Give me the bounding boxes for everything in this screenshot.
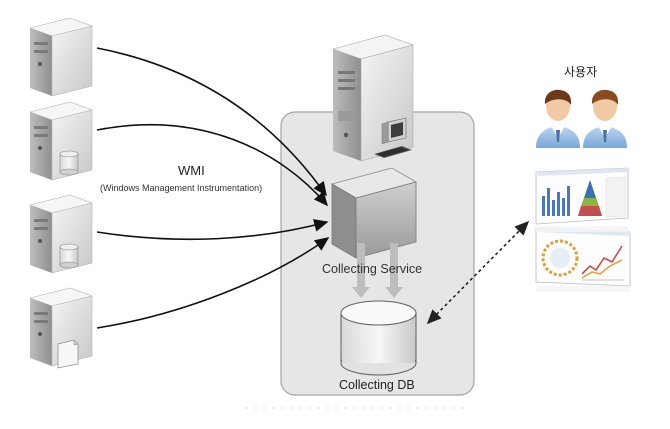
workstation-icon — [374, 117, 412, 158]
file-server-icon — [28, 287, 94, 369]
report-panel-icon — [535, 167, 629, 225]
document-icon — [57, 339, 79, 369]
server-icon — [28, 17, 94, 97]
user-icon — [583, 89, 627, 148]
db-server-icon — [28, 194, 94, 274]
report-panel-icon — [535, 227, 631, 287]
reflection — [536, 226, 628, 232]
collecting-db-icon — [340, 300, 417, 376]
wmi-arrow-1 — [96, 47, 327, 197]
database-icon — [59, 243, 79, 269]
user-icon — [536, 89, 580, 148]
wmi-arrow-4 — [96, 237, 330, 329]
database-icon — [59, 150, 79, 176]
db-server-icon — [28, 101, 94, 181]
users-label: 사용자 — [564, 65, 598, 79]
protocol-label: WMI — [178, 163, 205, 178]
protocol-full-label: (Windows Management Instrumentation) — [100, 183, 263, 193]
server-tower-icon — [331, 34, 415, 162]
reflection — [536, 286, 630, 292]
store-arrows — [352, 243, 403, 298]
service-label: Collecting Service — [322, 262, 423, 276]
wmi-arrow-2 — [96, 123, 329, 207]
collecting-service-box — [330, 167, 418, 259]
database-label: Collecting DB — [339, 378, 415, 392]
wmi-arrow-3 — [96, 219, 329, 241]
